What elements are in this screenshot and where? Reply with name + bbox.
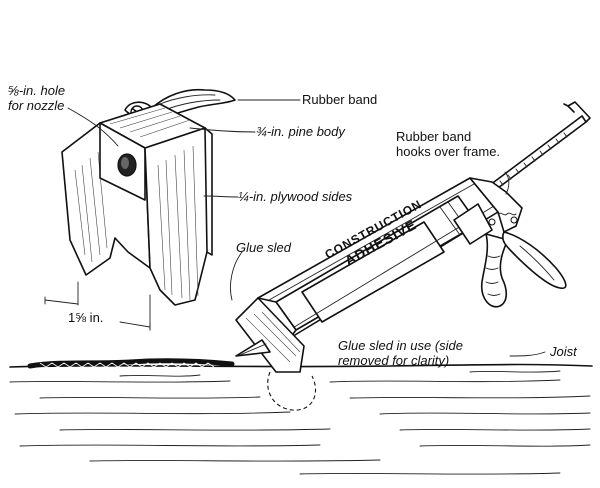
label-glue-sled-in-use-line2: removed for clarity) bbox=[338, 353, 450, 368]
label-pine-body: ¾-in. pine body bbox=[256, 124, 345, 139]
label-hole-line2: for nozzle bbox=[8, 98, 65, 113]
label-rubber-band-hooks-line1: Rubber band bbox=[396, 129, 472, 144]
glue-sled-exploded bbox=[44, 88, 236, 331]
label-glue-sled-in-use: Glue sled in use (side removed for clari… bbox=[338, 338, 463, 368]
caulk-gun bbox=[257, 101, 591, 339]
glue-bead bbox=[27, 358, 235, 369]
glue-sled-in-use bbox=[235, 297, 316, 411]
label-joist: Joist bbox=[550, 344, 577, 359]
label-rubber-band-hooks: Rubber band hooks over frame. bbox=[396, 129, 500, 159]
label-hole-line1: ⅝-in. hole bbox=[8, 83, 66, 98]
label-dimension: 1⅝ in. bbox=[68, 310, 104, 325]
label-plywood-sides: ¼-in. plywood sides bbox=[238, 189, 353, 204]
label-glue-sled: Glue sled bbox=[236, 240, 291, 255]
leader-lines bbox=[67, 99, 546, 357]
label-hole: ⅝-in. hole for nozzle bbox=[8, 83, 65, 113]
label-rubber-band-hooks-line2: hooks over frame. bbox=[396, 144, 501, 159]
label-rubber-band: Rubber band bbox=[302, 92, 378, 107]
joist bbox=[9, 363, 593, 475]
label-glue-sled-in-use-line1: Glue sled in use (side bbox=[338, 338, 464, 353]
